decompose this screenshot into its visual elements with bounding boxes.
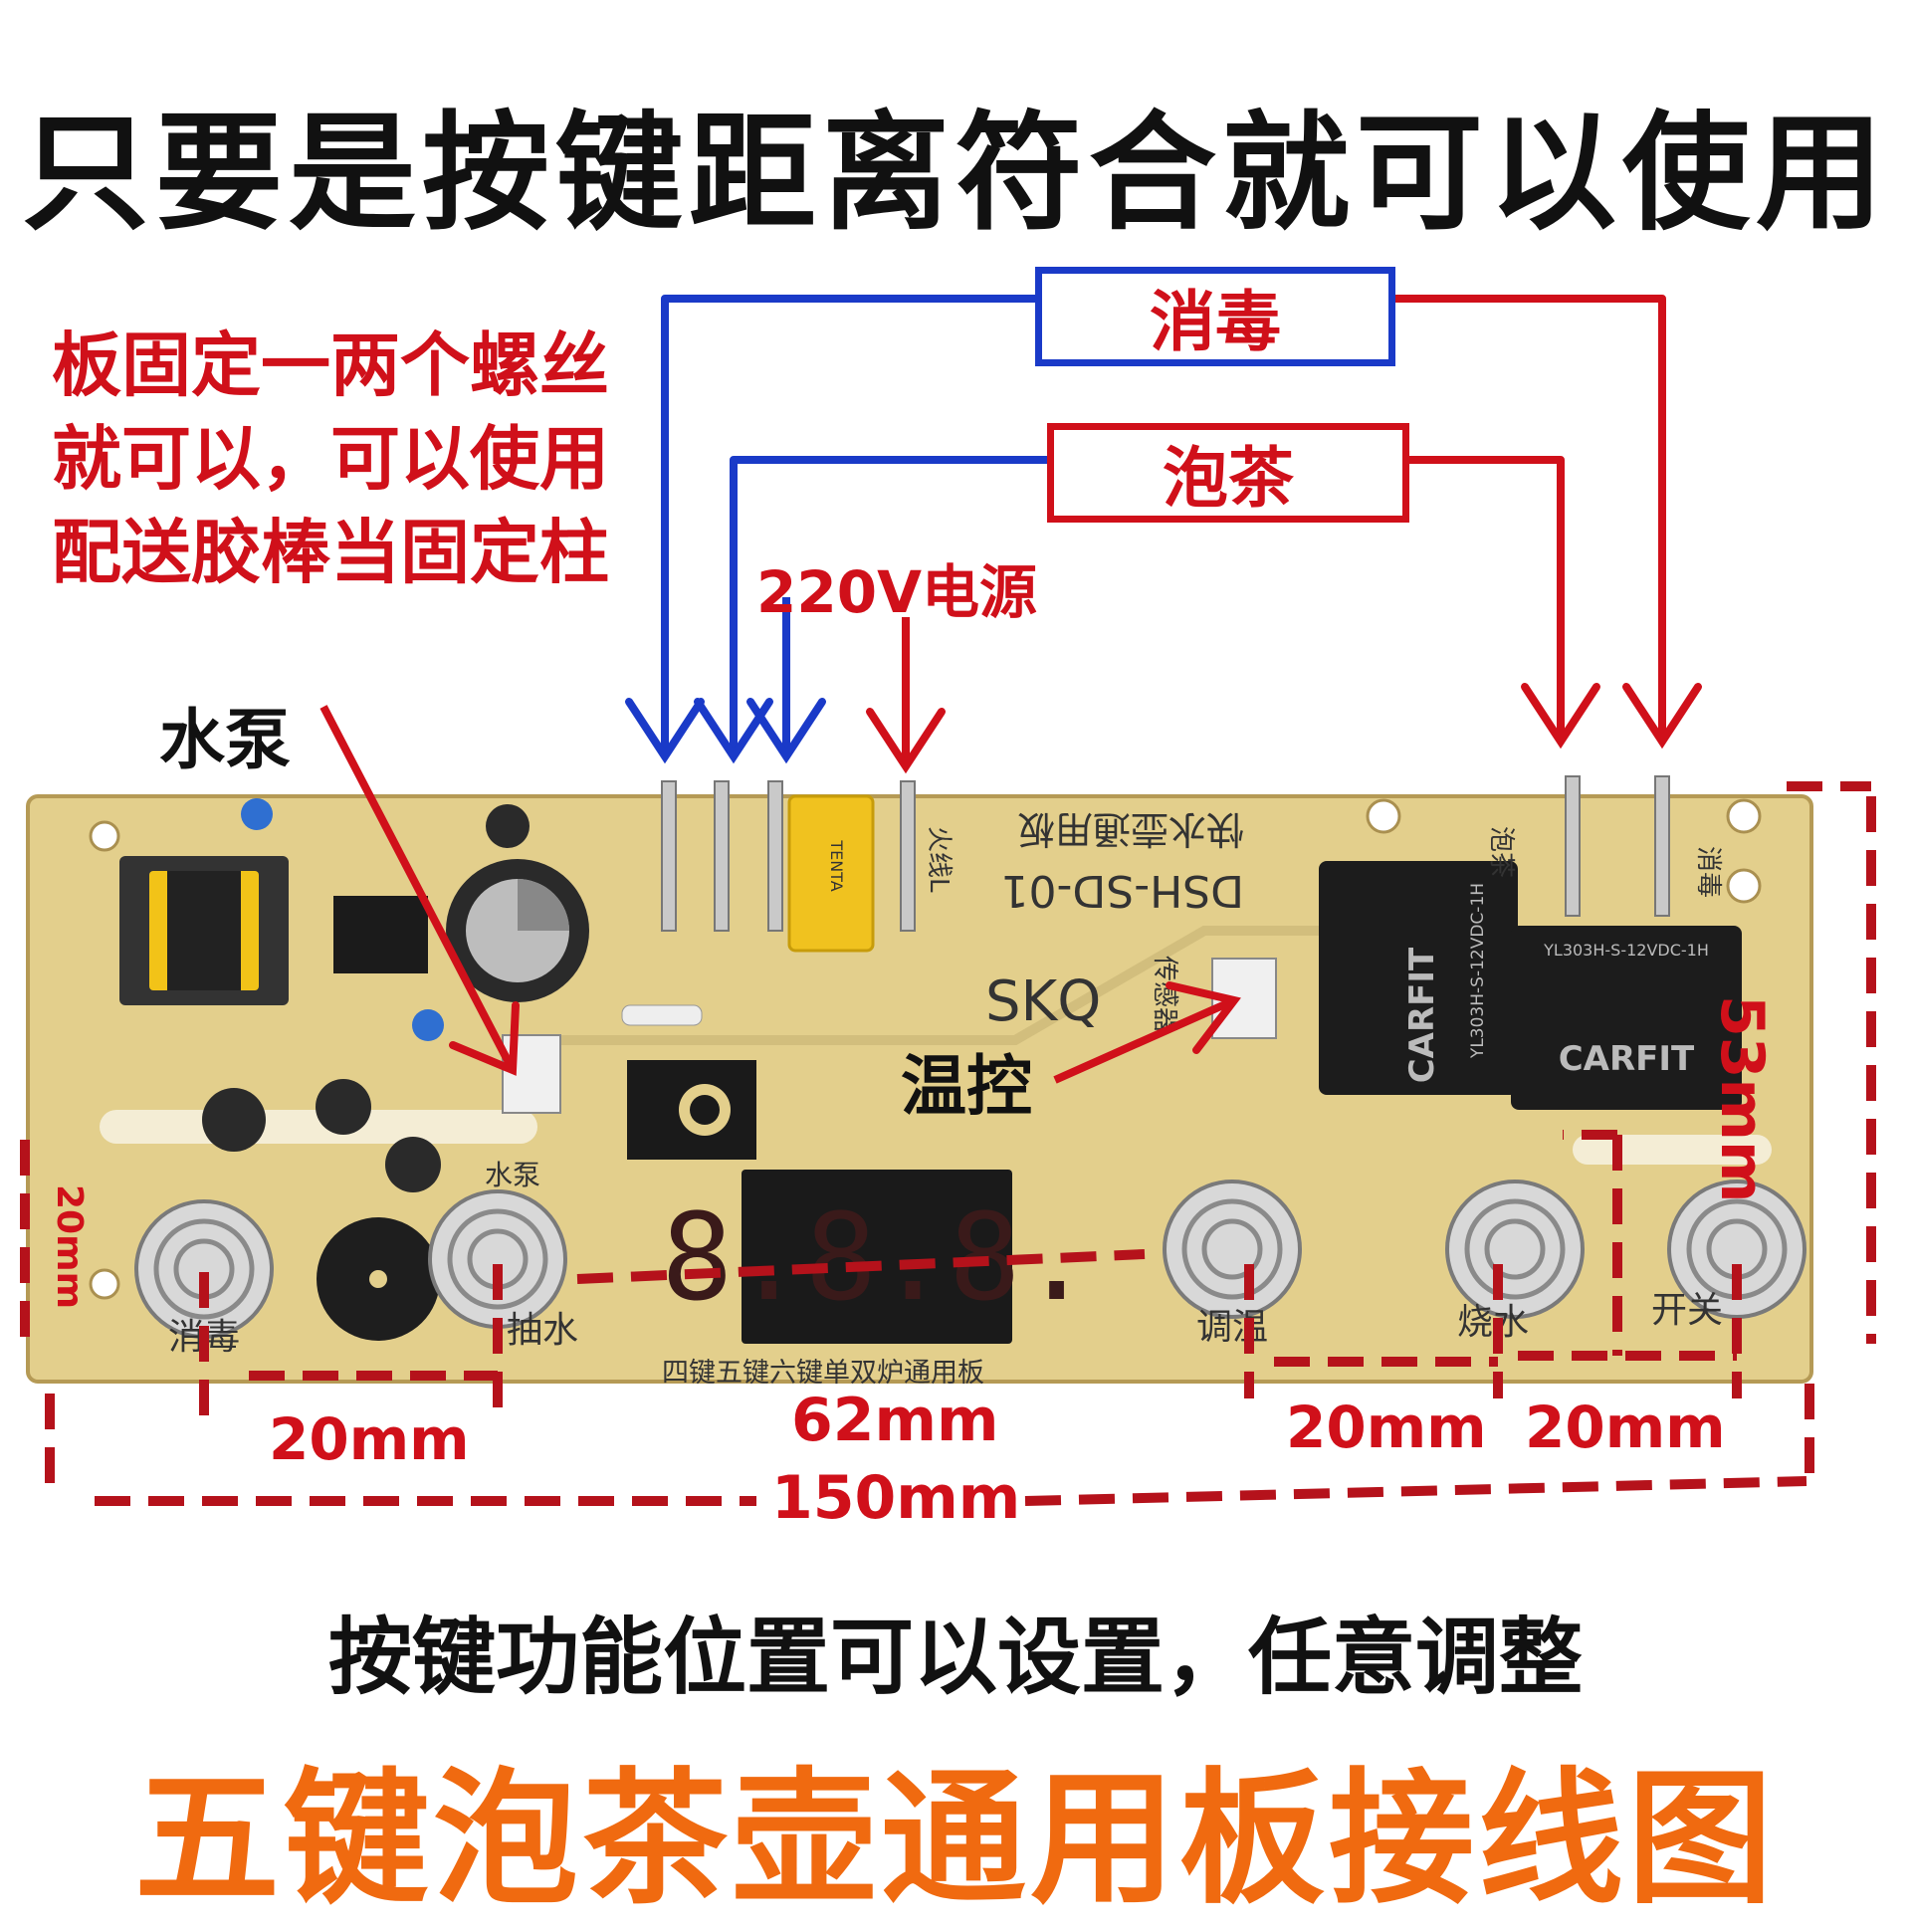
button-label: 开关	[1651, 1290, 1723, 1331]
pump-arrow	[319, 705, 517, 1072]
dim-label-right-gap-2: 20mm	[1525, 1394, 1726, 1461]
capacitor-brand: TENTA	[827, 839, 846, 891]
dim-label-left-gap: 20mm	[269, 1405, 470, 1473]
label-pump: 水泵	[159, 702, 291, 778]
terminal-pin	[1565, 775, 1581, 917]
fuse-icon	[621, 1004, 703, 1026]
dim-label-height: 53mm	[1707, 995, 1777, 1203]
footer-main-title: 五键泡茶壶通用板接线图	[134, 1755, 1777, 1924]
mounting-note: 板固定一两个螺丝 就可以，可以使用 配送胶棒当固定柱	[52, 319, 649, 599]
mounting-note-line: 就可以，可以使用	[52, 418, 609, 500]
page-title: 只要是按键距离符合就可以使用	[21, 100, 1889, 248]
terminal-pin	[1654, 775, 1670, 917]
mounting-note-line: 板固定一两个螺丝	[52, 324, 609, 406]
board-model: DSH-SD-01	[1001, 865, 1244, 916]
relay-model: YL303H-S-12VDC-1H	[1468, 883, 1488, 1059]
terminal-pin	[714, 780, 730, 932]
relay-model: YL303H-S-12VDC-1H	[1543, 941, 1709, 960]
transformer-icon	[119, 856, 289, 1005]
small-capacitor-icon	[486, 804, 530, 848]
relay-2-icon: CARFIT YL303H-S-12VDC-1H	[1511, 926, 1742, 1110]
transistor-icon	[627, 1060, 756, 1160]
relay-brand: CARFIT	[1402, 947, 1442, 1083]
footer-subtitle: 按键功能位置可以设置，任意调整	[327, 1609, 1583, 1706]
label-temp-control: 温控	[901, 1048, 1032, 1125]
relay-1-icon: CARFIT YL303H-S-12VDC-1H	[1319, 861, 1518, 1095]
dim-label-middle-gap: 62mm	[791, 1386, 999, 1455]
terminal-pin	[661, 780, 677, 932]
board-name: 快水壶通用板	[1017, 807, 1244, 851]
silk-relay-tea: 泡茶	[1486, 826, 1516, 878]
relay-brand: CARFIT	[1559, 1039, 1695, 1079]
dim-62	[576, 1249, 1146, 1284]
spring-button-temp-icon	[1163, 1180, 1302, 1319]
dim-label-total-width: 150mm	[771, 1463, 1021, 1533]
silk-relay-disinfect: 消毒	[1693, 846, 1723, 898]
capacitor-icon	[385, 1137, 441, 1192]
ic-chip-icon	[333, 896, 428, 973]
red-wires	[902, 295, 1666, 766]
blue-wire-disinfect	[661, 295, 1035, 756]
spring-button-pump-icon	[428, 1189, 567, 1329]
board-brand: SKQ	[985, 969, 1101, 1034]
terminal-pin	[767, 780, 783, 932]
red-wire-tea	[1393, 456, 1565, 742]
label-power: 220V电源	[756, 558, 1037, 626]
capacitor-icon	[202, 1088, 266, 1152]
dim-label-button-height: 20mm	[49, 1184, 90, 1310]
blue-wire-tea	[730, 456, 1053, 756]
button-label: 抽水	[507, 1310, 578, 1351]
silk-sensor: 传感器	[1150, 956, 1179, 1033]
dim-label-right-gap-1: 20mm	[1286, 1394, 1487, 1461]
label-tea: 泡茶	[1047, 423, 1409, 523]
label-disinfect: 消毒	[1035, 267, 1395, 366]
x-capacitor-icon: TENTA	[787, 794, 875, 953]
transistor-icon	[316, 1079, 371, 1135]
blue-wires	[661, 295, 1053, 756]
terminal-pins	[661, 775, 1670, 932]
board-bottom-text: 四键五键六键单双炉通用板	[662, 1358, 984, 1389]
button-label: 调温	[1196, 1307, 1268, 1348]
spring-button-boil-icon	[1445, 1180, 1585, 1319]
silk-pump: 水泵	[485, 1159, 540, 1191]
terminal-pin	[900, 780, 916, 932]
ceramic-capacitor-icon	[241, 798, 273, 830]
ceramic-capacitor-icon	[412, 1009, 444, 1041]
red-wire-disinfect	[1383, 295, 1666, 742]
electrolytic-capacitor-icon	[446, 859, 589, 1002]
dimension-lines	[20, 781, 1876, 1506]
mounting-note-line: 配送胶棒当固定柱	[52, 512, 609, 593]
red-arrowheads	[866, 683, 1702, 774]
blue-arrowheads	[625, 698, 826, 764]
silk-fire: 火线L	[924, 826, 954, 893]
temp-control-arrow	[1053, 996, 1236, 1084]
label-disinfect-text: 消毒	[1150, 284, 1281, 360]
label-tea-text: 泡茶	[1163, 440, 1294, 517]
dim-150-b	[1024, 1476, 1807, 1506]
